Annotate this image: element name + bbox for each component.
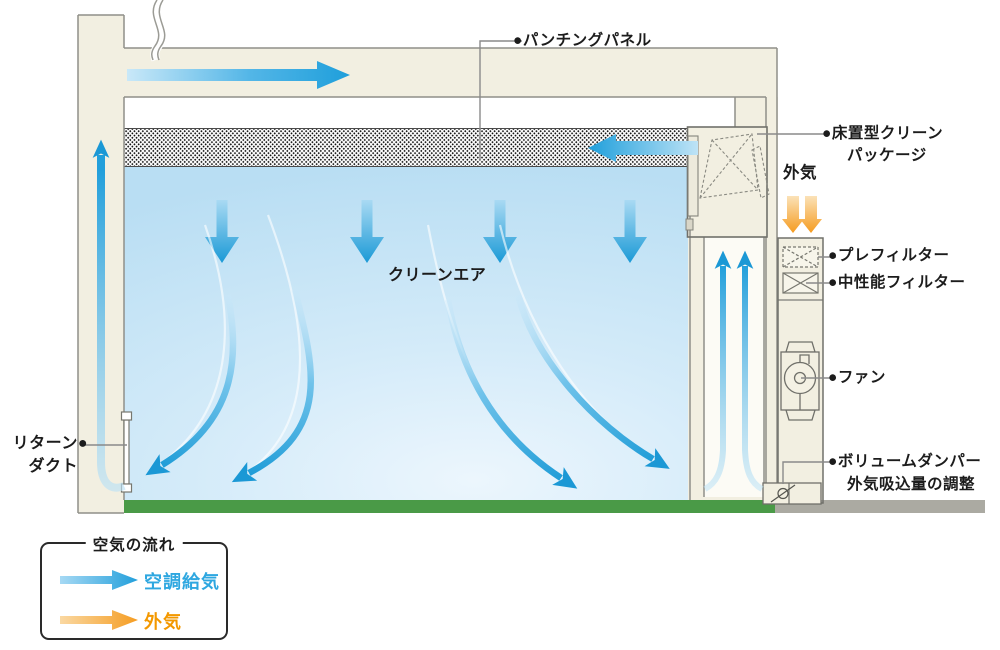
legend-outside-label: 外気 (144, 612, 182, 632)
legend-row-outside: 外気 (42, 608, 226, 634)
label-outside-air: 外気 (783, 164, 817, 182)
label-return-duct-line1: リターン● (12, 435, 88, 452)
clean-package-outline (686, 126, 768, 238)
shaft-up-arrows (703, 250, 764, 492)
supply-air-arrow-left (588, 134, 698, 162)
label-clean-package-line1: ●床置型クリーン (822, 125, 944, 142)
fan-icon (780, 341, 820, 421)
label-mid-filter: ●中性能フィルター (828, 274, 966, 291)
label-pre-filter: ●プレフィルター (828, 247, 950, 264)
leader-lines (84, 40, 836, 484)
supply-air-arrow-right (127, 61, 350, 89)
legend-title: 空気の流れ (85, 533, 183, 555)
package-foot (685, 218, 694, 231)
duct-break-icon (150, 0, 167, 62)
pre-filter-icon (782, 246, 819, 268)
structure-outlines (77, 14, 823, 514)
supply-air-legend-arrow-icon (60, 570, 138, 590)
legend-supply-label: 空調給気 (144, 572, 220, 592)
supply-grille-icon (687, 135, 699, 217)
plenum-right-patch (735, 97, 766, 128)
outside-air-down-arrows (782, 196, 822, 233)
floor-green (124, 500, 775, 513)
volume-damper-icon (762, 482, 822, 505)
label-clean-package-line2: パッケージ (847, 147, 927, 164)
floor-gray (775, 500, 985, 513)
clean-air-down-arrows (205, 200, 647, 263)
airflow-streamlines (145, 214, 670, 489)
mid-filter-icon (782, 272, 819, 294)
label-punching-panel: ●パンチングパネル (513, 32, 652, 49)
legend-row-supply: 空調給気 (42, 568, 226, 594)
return-air-channel (704, 237, 764, 497)
outside-air-legend-arrow-icon (60, 610, 138, 630)
label-clean-air: クリーンエア (388, 267, 487, 284)
package-filter-icon (699, 133, 770, 199)
return-grille-icon (120, 411, 133, 493)
label-return-duct-line2: ダクト (28, 458, 78, 475)
label-damper-line1: ●ボリュームダンパー (828, 453, 982, 470)
label-damper-line2: 外気吸込量の調整 (847, 476, 976, 493)
legend-box: 空気の流れ 空調給気 外気 (40, 533, 228, 640)
return-air-up-arrow (92, 139, 126, 492)
ceiling-plenum (124, 97, 735, 128)
label-fan: ●ファン (828, 369, 886, 386)
